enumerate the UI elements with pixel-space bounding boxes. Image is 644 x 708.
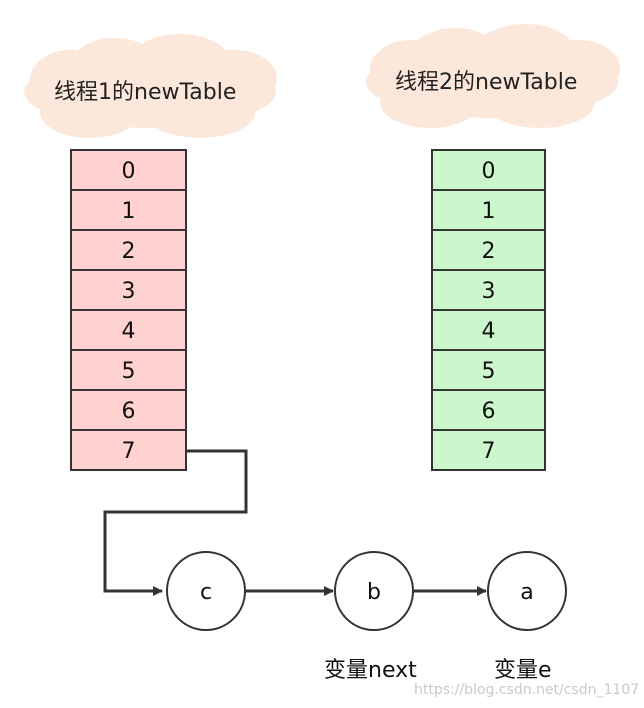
caption-e: 变量e [494,658,552,683]
right-cell-label-4: 4 [482,319,496,344]
right-cell-3 [431,269,546,311]
right-cell-2 [431,229,546,271]
right-cell-label-7: 7 [482,439,496,464]
right-cell-7 [431,429,546,471]
cloud-left-label: 线程1的newTable [54,80,237,105]
right-cell-4 [431,309,546,351]
table-right: 0 1 2 3 4 5 6 7 [431,149,546,471]
left-cell-label-5: 5 [122,359,136,384]
right-cell-1 [431,189,546,231]
right-cell-6 [431,389,546,431]
left-cell-label-7: 7 [122,439,136,464]
left-cell-label-3: 3 [122,279,136,304]
right-cell-label-1: 1 [482,199,496,224]
node-b-label: b [367,580,381,605]
right-cell-label-5: 5 [482,359,496,384]
node-a: a [487,551,567,631]
cloud-right [366,24,620,128]
node-a-label: a [520,580,533,605]
left-cell-2 [70,229,187,271]
right-cell-5 [431,349,546,391]
node-c-label: c [200,580,212,605]
left-cell-label-6: 6 [122,399,136,424]
left-cell-label-0: 0 [122,159,136,184]
left-cell-label-2: 2 [122,239,136,264]
cloud-right-label: 线程2的newTable [395,70,578,95]
left-cell-7 [70,429,187,471]
node-c: c [166,551,246,631]
left-cell-1 [70,189,187,231]
right-cell-label-6: 6 [482,399,496,424]
node-b: b [334,551,414,631]
left-cell-label-4: 4 [122,319,136,344]
bucket7-connector [103,449,248,596]
left-cell-5 [70,349,187,391]
cloud-left [24,34,277,138]
caption-next: 变量next [324,658,417,683]
left-cell-3 [70,269,187,311]
table-left: 0 1 2 3 4 5 6 7 [70,149,187,471]
right-cell-0 [431,149,546,191]
right-cell-label-3: 3 [482,279,496,304]
left-cell-0 [70,149,187,191]
right-cell-label-2: 2 [482,239,496,264]
right-cell-label-0: 0 [482,159,496,184]
watermark: https://blog.csdn.net/csdn_1107 [414,682,640,698]
left-cell-label-1: 1 [122,199,136,224]
